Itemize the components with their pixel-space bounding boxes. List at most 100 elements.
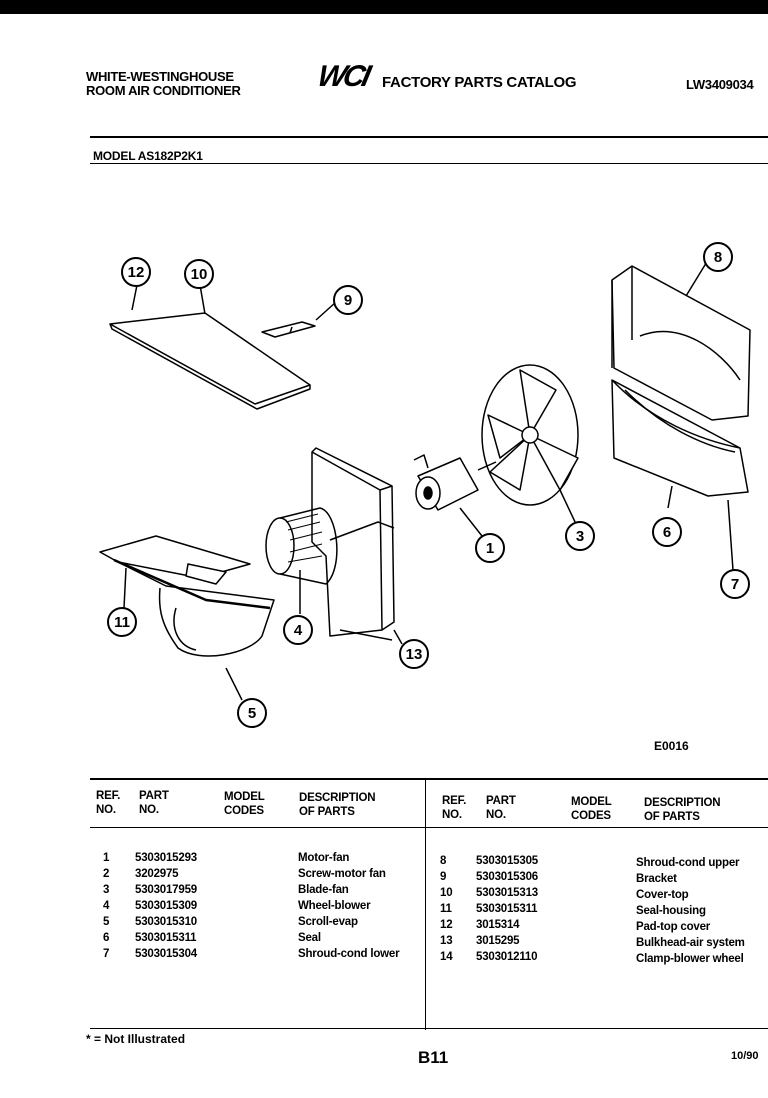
- table-cell: 3202975: [135, 868, 179, 880]
- brand-block: WHITE-WESTINGHOUSE ROOM AIR CONDITIONER: [86, 70, 241, 98]
- fan-blade-part: [481, 364, 579, 525]
- table-cell: 5303015306: [476, 871, 538, 883]
- callout-4: 4: [283, 615, 313, 645]
- left-description-column: Motor-fan Screw-motor fan Blade-fan Whee…: [298, 850, 400, 962]
- table-cell: 5303015304: [135, 948, 197, 960]
- table-cell: Cover-top: [636, 889, 689, 901]
- table-cell: Pad-top cover: [636, 921, 711, 933]
- callout-3: 3: [565, 521, 595, 551]
- bulkhead-part: [311, 447, 403, 645]
- scan-border-top: [0, 0, 768, 14]
- svg-text:7: 7: [731, 576, 739, 593]
- left-ref-column: 1 2 3 4 5 6 7: [103, 850, 109, 962]
- right-description-column: Shroud-cond upper Bracket Cover-top Seal…: [636, 855, 745, 967]
- table-cell: 5303015313: [476, 887, 538, 899]
- table-cell: Bracket: [636, 873, 677, 885]
- table-cell: 3: [103, 884, 110, 896]
- svg-text:11: 11: [114, 614, 130, 631]
- svg-text:3: 3: [576, 528, 584, 545]
- callout-12: 12: [121, 257, 151, 287]
- callout-13: 13: [399, 639, 429, 669]
- document-number: LW3409034: [686, 77, 754, 92]
- catalog-title: FACTORY PARTS CATALOG: [382, 74, 577, 91]
- not-illustrated-note: * = Not Illustrated: [86, 1032, 186, 1046]
- table-cell: Bulkhead-air system: [636, 937, 745, 949]
- bracket-part: [261, 301, 337, 338]
- table-cell: 4: [103, 900, 110, 912]
- table-cell: Shroud-cond lower: [298, 948, 400, 960]
- table-cell: 11: [440, 903, 452, 915]
- exploded-parts-diagram: 12 10 9 8 3 1 6 7 11 4 13 5: [99, 242, 751, 728]
- svg-text:10: 10: [191, 266, 208, 283]
- table-cell: Screw-motor fan: [298, 868, 386, 880]
- catalog-date: 10/90: [731, 1050, 759, 1062]
- svg-text:1: 1: [486, 540, 494, 557]
- table-cell: 3015295: [476, 935, 520, 947]
- brand-line-2: ROOM AIR CONDITIONER: [86, 83, 241, 98]
- callout-1: 1: [475, 533, 505, 563]
- svg-text:4: 4: [294, 622, 303, 639]
- table-cell: 1: [103, 852, 110, 864]
- right-part-column: 5303015305 5303015306 5303015313 5303015…: [476, 853, 538, 965]
- callout-5: 5: [237, 698, 267, 728]
- callout-10: 10: [184, 259, 214, 289]
- table-cell: 13: [440, 935, 453, 947]
- header-rule: [90, 136, 768, 138]
- diagram-code: E0016: [654, 739, 689, 753]
- table-cell: 5303015293: [135, 852, 197, 864]
- wci-logo: WCI: [314, 60, 371, 93]
- right-ref-column: 8 9 10 11 12 13 14: [440, 853, 453, 965]
- table-cell: 12: [440, 919, 453, 931]
- table-cell: 5303017959: [135, 884, 197, 896]
- shroud-assembly-part: [611, 259, 751, 571]
- table-cell: 6: [103, 932, 110, 944]
- table-cell: 5303015311: [135, 932, 197, 944]
- table-cell: 2: [103, 868, 110, 880]
- table-cell: 5303015309: [135, 900, 197, 912]
- table-cell: Shroud-cond upper: [636, 857, 740, 869]
- page-number: B11: [418, 1048, 449, 1067]
- header-ref-no-left: REF.NO.: [96, 790, 121, 816]
- svg-text:12: 12: [128, 264, 145, 281]
- table-cell: Motor-fan: [298, 852, 350, 864]
- table-cell: Seal-housing: [636, 905, 706, 917]
- blower-wheel-part: [265, 507, 338, 614]
- table-cell: 3015314: [476, 919, 520, 931]
- callout-labels: 12 10 9 8 3 1 6 7 11 4 13 5: [107, 242, 750, 728]
- callout-7: 7: [720, 569, 750, 599]
- table-top-rule: [90, 778, 768, 780]
- model-rule: [90, 163, 768, 164]
- table-cell: 14: [440, 951, 453, 963]
- table-cell: Scroll-evap: [298, 916, 358, 928]
- table-cell: 5303012110: [476, 951, 538, 963]
- cover-top-part: [109, 279, 311, 410]
- table-cell: Clamp-blower wheel: [636, 953, 744, 965]
- table-cell: 7: [103, 948, 110, 960]
- table-cell: Wheel-blower: [298, 900, 371, 912]
- table-cell: 5303015310: [135, 916, 197, 928]
- svg-text:6: 6: [663, 524, 671, 541]
- svg-text:8: 8: [714, 249, 722, 266]
- model-label: MODEL AS182P2K1: [93, 149, 203, 163]
- header-ref-no-right: REF.NO.: [442, 795, 467, 821]
- table-bottom-rule: [90, 1028, 768, 1029]
- table-cell: 5: [103, 916, 110, 928]
- table-cell: 9: [440, 871, 447, 883]
- brand-line-1: WHITE-WESTINGHOUSE: [86, 69, 234, 84]
- callout-8: 8: [703, 242, 733, 272]
- motor-fan-part: [413, 454, 497, 537]
- table-cell: 8: [440, 855, 447, 867]
- table-cell: Seal: [298, 932, 321, 944]
- table-cell: 10: [440, 887, 453, 899]
- table-center-divider: [425, 780, 426, 1030]
- callout-9: 9: [333, 285, 363, 315]
- table-cell: 5303015311: [476, 903, 538, 915]
- scroll-evap-part: [99, 535, 275, 701]
- callout-11: 11: [107, 607, 137, 637]
